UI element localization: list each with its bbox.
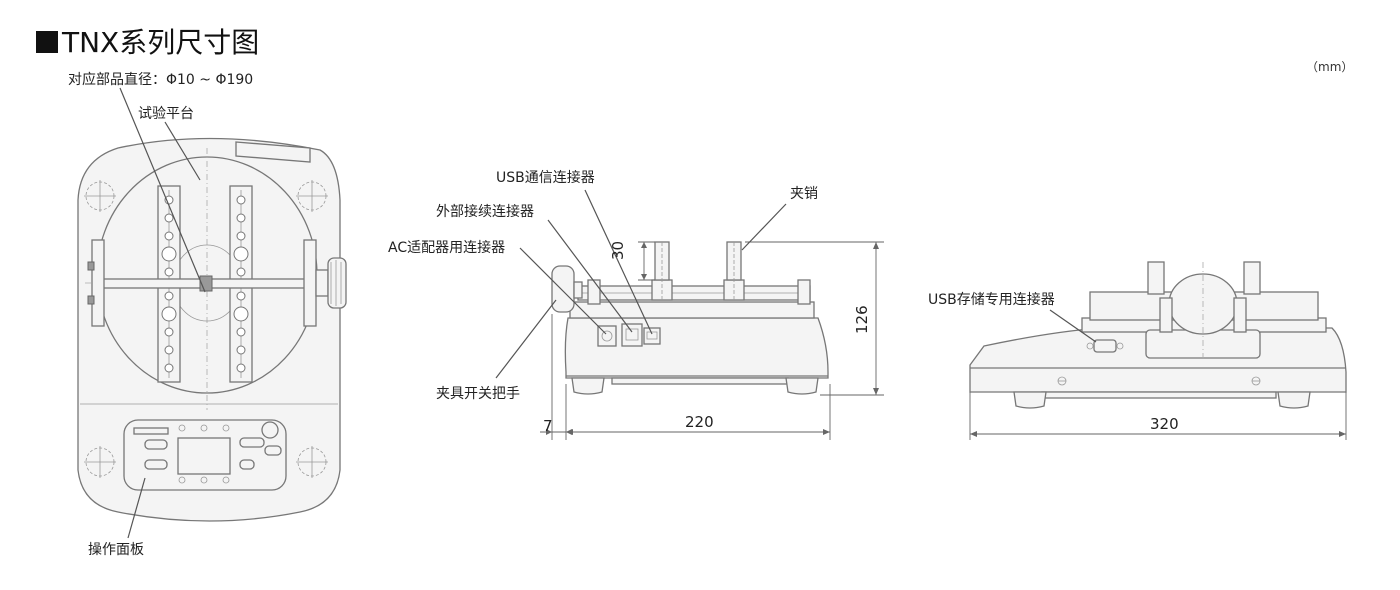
label-clamp-pin: 夹销: [790, 186, 818, 202]
label-usb-comm-connector: USB通信连接器: [496, 170, 595, 186]
rear-clamp-pin-left: [1147, 261, 1165, 295]
clamp-knob: [327, 257, 347, 309]
side-connector-external: [621, 323, 643, 347]
label-test-platform: 试验平台: [138, 106, 194, 122]
rear-foot-left: [1013, 391, 1047, 409]
rear-foot-right: [1277, 391, 1311, 409]
top-view-tab: [235, 141, 311, 163]
side-foot-left: [571, 377, 605, 395]
top-view: [77, 87, 347, 539]
left-clamp-block: [91, 239, 105, 327]
title-square-icon: [36, 31, 58, 53]
side-view: [495, 189, 884, 440]
label-part-diameter: 对应部品直径：Φ10 ~ Φ190: [68, 72, 254, 88]
label-usb-storage-connector: USB存储专用连接器: [928, 292, 1055, 308]
panel-display: [177, 437, 231, 475]
rear-clamp-pin-right: [1243, 261, 1261, 295]
rear-view: [969, 261, 1347, 440]
right-clamp-block: [303, 239, 317, 327]
dimension-body-height: 126: [853, 305, 871, 334]
side-foot-right: [785, 377, 819, 395]
dimension-side-width: 220: [685, 413, 714, 431]
dimension-handle-offset: 7: [543, 417, 553, 435]
title-text: TNX系列尺寸图: [62, 26, 260, 59]
unit-label: （mm）: [1306, 60, 1354, 74]
label-ac-adapter-connector: AC适配器用连接器: [388, 240, 506, 256]
side-connector-usb: [643, 327, 661, 345]
label-external-connector: 外部接续连接器: [436, 204, 534, 220]
side-handle-knob: [551, 265, 575, 313]
dimension-pin-height: 30: [609, 240, 627, 260]
dimension-rear-width: 320: [1150, 415, 1179, 433]
page-title: TNX系列尺寸图: [36, 26, 259, 60]
label-operation-panel: 操作面板: [88, 542, 144, 558]
rear-usb-connector: [1093, 339, 1117, 353]
side-platform: [569, 301, 815, 319]
label-clamp-switch-handle: 夹具开关把手: [436, 386, 520, 402]
